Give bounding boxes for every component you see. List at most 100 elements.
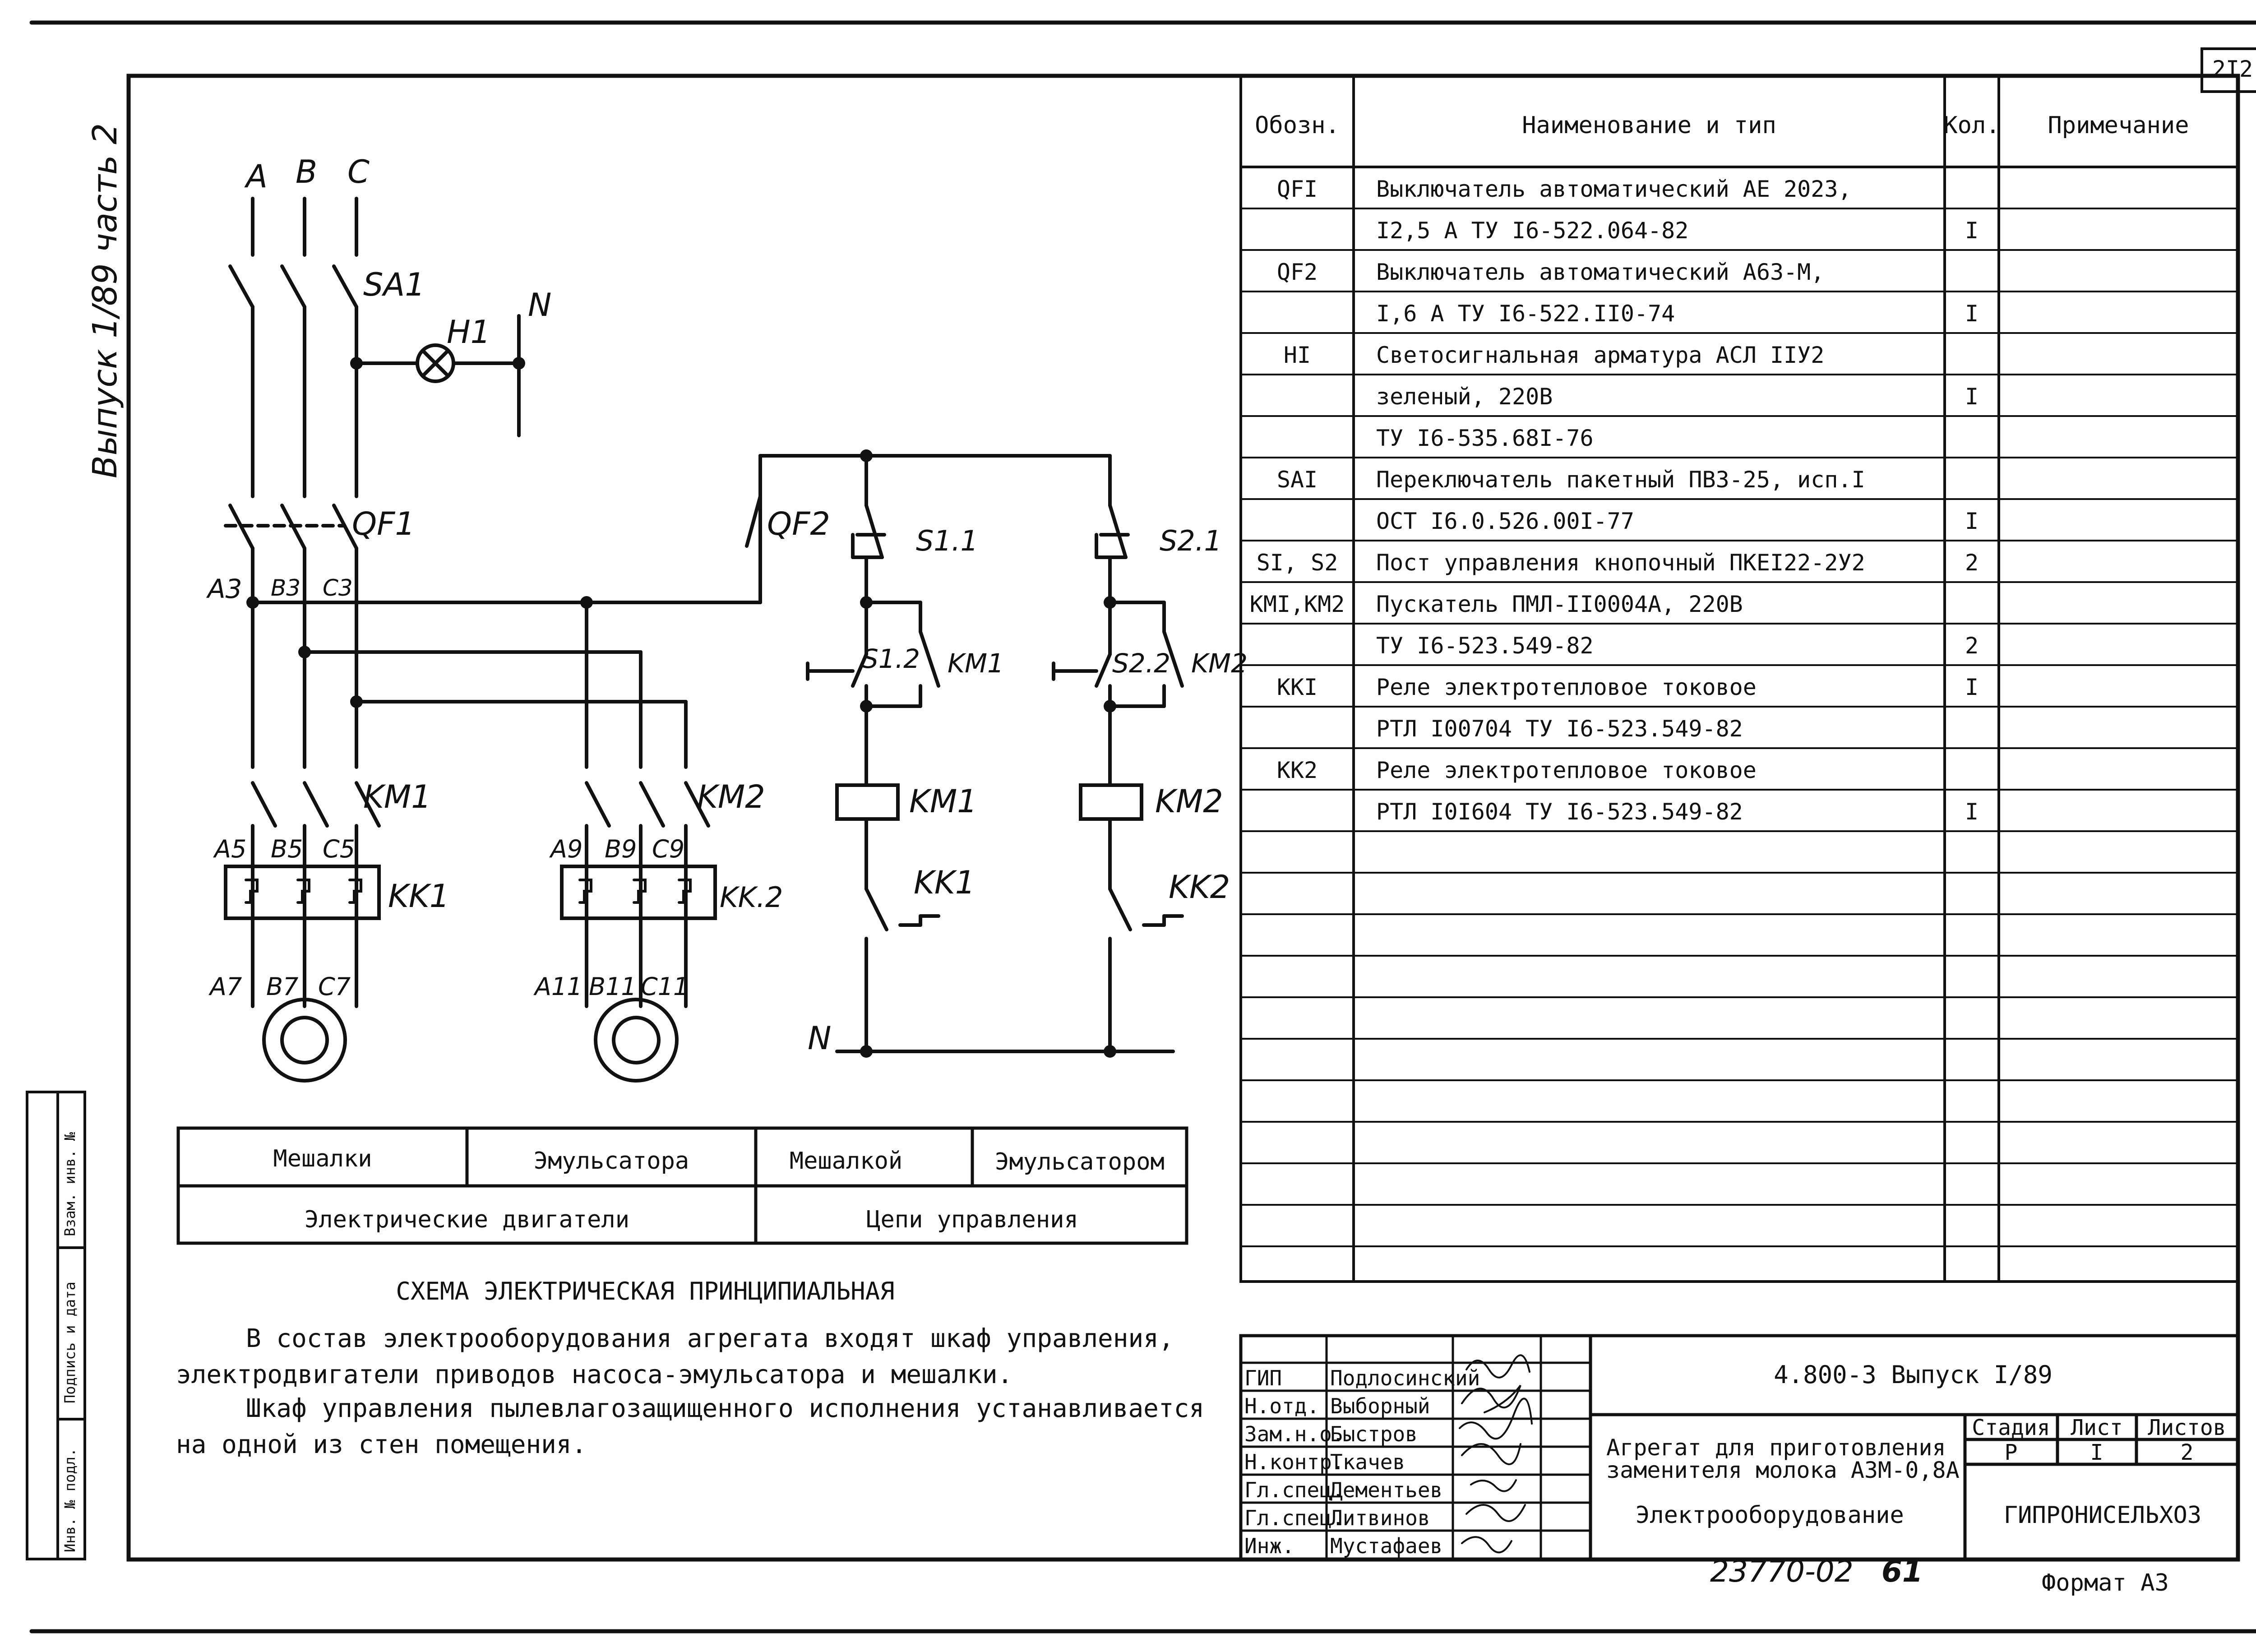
km2-label: KM2: [697, 778, 765, 815]
signature-name: Литвинов: [1330, 1506, 1430, 1530]
spec-code: QF2: [1277, 259, 1318, 285]
spec-name: Пост управления кнопочный ПКЕI22-2У2: [1376, 550, 1865, 576]
kk1-label: KK1: [388, 878, 449, 915]
archive-number: 23770-02: [1710, 1554, 1854, 1589]
spec-name: ТУ I6-535.68I-76: [1376, 425, 1594, 451]
signature-role: Инж.: [1244, 1534, 1294, 1558]
spec-code: КК2: [1277, 757, 1318, 783]
signature-name: Быстров: [1330, 1422, 1418, 1446]
km2-coil-label: KM2: [1155, 783, 1223, 820]
signature-name: Подлосинский: [1330, 1366, 1480, 1390]
spec-name: I,6 А ТУ I6-522.II0-74: [1376, 301, 1675, 327]
zone-mixer: Мешалки: [273, 1145, 372, 1172]
km1-coil-label: KM1: [909, 783, 977, 820]
spec-header-0: Обозн.: [1255, 112, 1340, 139]
h1-label: H1: [447, 314, 490, 351]
spec-header-2: Кол.: [1943, 112, 2000, 139]
spec-name: Реле электротепловое токовое: [1376, 674, 1757, 700]
a7-label: A7: [208, 972, 242, 1001]
b5-label: B5: [271, 835, 303, 863]
b11-label: B11: [589, 972, 637, 1001]
signature-role: ГИП: [1244, 1366, 1282, 1390]
stage-header: Стадия: [1972, 1415, 2050, 1440]
c7-label: C7: [318, 972, 351, 1001]
side-label: Выпуск 1/89 часть 2: [86, 123, 125, 478]
signature-role: Гл.спец.: [1244, 1506, 1345, 1530]
zone-electric-motors: Электрические двигатели: [305, 1206, 629, 1233]
signature-name: Мустафаев: [1330, 1534, 1442, 1558]
signature-role: Зам.н.о.: [1244, 1422, 1345, 1446]
sheet-header: Лист: [2071, 1415, 2123, 1440]
stamp-sign-date: Подпись и дата: [61, 1282, 79, 1403]
signature-role: Н.контр.: [1244, 1450, 1345, 1474]
c3-label: C3: [323, 575, 353, 601]
spec-code: QFI: [1277, 176, 1318, 202]
page-number: 2I2: [2212, 56, 2253, 82]
sa1-label: SA1: [363, 266, 425, 303]
a5-label: A5: [213, 835, 246, 863]
spec-name: Выключатель автоматический А63-М,: [1376, 259, 1824, 285]
margin-stamps: [26, 1091, 86, 1560]
c9-label: C9: [652, 835, 684, 863]
qf2-label: QF2: [767, 505, 830, 542]
b9-label: B9: [605, 835, 637, 863]
kk2-contact-label: KK2: [1169, 869, 1230, 906]
s12-label: S1.2: [862, 643, 920, 674]
s21-label: S2.1: [1160, 524, 1222, 557]
sheets-header: Листов: [2148, 1415, 2226, 1440]
zone-mixer-control: Мешалкой: [790, 1148, 902, 1175]
spec-name: РТЛ I00704 ТУ I6-523.549-82: [1376, 716, 1743, 742]
spec-qty: I: [1965, 674, 1979, 700]
spec-qty: 2: [1965, 633, 1979, 659]
zone-control-circuits: Цепи управления: [866, 1206, 1078, 1233]
spec-qty: I: [1965, 217, 1979, 244]
phase-a-label: A: [244, 158, 268, 195]
sheet-value: I: [2090, 1440, 2103, 1465]
stage-value: Р: [2005, 1440, 2018, 1465]
product-line-1: Агрегат для приготовления: [1606, 1435, 1946, 1461]
archive-page: 61: [1882, 1554, 1923, 1589]
spec-name: Выключатель автоматический АЕ 2023,: [1376, 176, 1852, 202]
spec-table-grid: [1239, 74, 2239, 1283]
signature-role: Гл.спец.: [1244, 1478, 1345, 1502]
a9-label: A9: [549, 835, 582, 863]
product-line-2: заменителя молока АЗМ-0,8А: [1606, 1457, 1960, 1483]
spec-code: HI: [1284, 342, 1311, 368]
signature-name: Ткачев: [1330, 1450, 1405, 1474]
organization: ГИПРОНИСЕЛЬХОЗ: [2004, 1502, 2201, 1529]
signature-role: Н.отд.: [1244, 1394, 1319, 1418]
schematic-labels: A B C SA1 N H1 QF1 QF2 A3 B3 C3 KM1 KM2 …: [206, 153, 1248, 1057]
km1-aux-label: KM1: [948, 648, 1004, 679]
spec-name: Переключатель пакетный ПВЗ-25, исп.I: [1376, 467, 1865, 493]
spec-header-3: Примечание: [2048, 112, 2189, 139]
c5-label: C5: [323, 835, 355, 863]
b7-label: B7: [266, 972, 298, 1001]
spec-qty: 2: [1965, 550, 1979, 576]
junction-dots: [246, 357, 1116, 1058]
kk2-label: KK.2: [720, 881, 783, 914]
km1-label: KM1: [363, 778, 431, 815]
format-label: Формат А3: [2042, 1569, 2169, 1596]
zones-table: [176, 1126, 1188, 1245]
note-line-2: электродвигатели приводов насоса-эмульса…: [176, 1360, 1012, 1389]
control-circuit: [745, 454, 1184, 1053]
zone-emulsator: Эмульсатора: [534, 1148, 689, 1175]
sheets-value: 2: [2181, 1440, 2194, 1465]
spec-qty: I: [1965, 384, 1979, 410]
spec-name: ТУ I6-523.549-82: [1376, 633, 1594, 659]
thermal-elements: [245, 879, 692, 904]
phase-c-label: C: [347, 153, 370, 190]
spec-name: зеленый, 220В: [1376, 384, 1553, 410]
spec-code: ККI: [1277, 674, 1318, 700]
section-name: Электрооборудование: [1636, 1502, 1904, 1529]
stamp-inv-orig: Инв. № подл.: [61, 1448, 79, 1552]
kk1-contact-label: KK1: [914, 864, 975, 901]
spec-code: SI, S2: [1257, 550, 1338, 576]
spec-qty: I: [1965, 799, 1979, 825]
s22-label: S2.2: [1112, 648, 1170, 679]
km2-aux-label: KM2: [1191, 648, 1248, 679]
spec-name: I2,5 А ТУ I6-522.064-82: [1376, 217, 1688, 244]
